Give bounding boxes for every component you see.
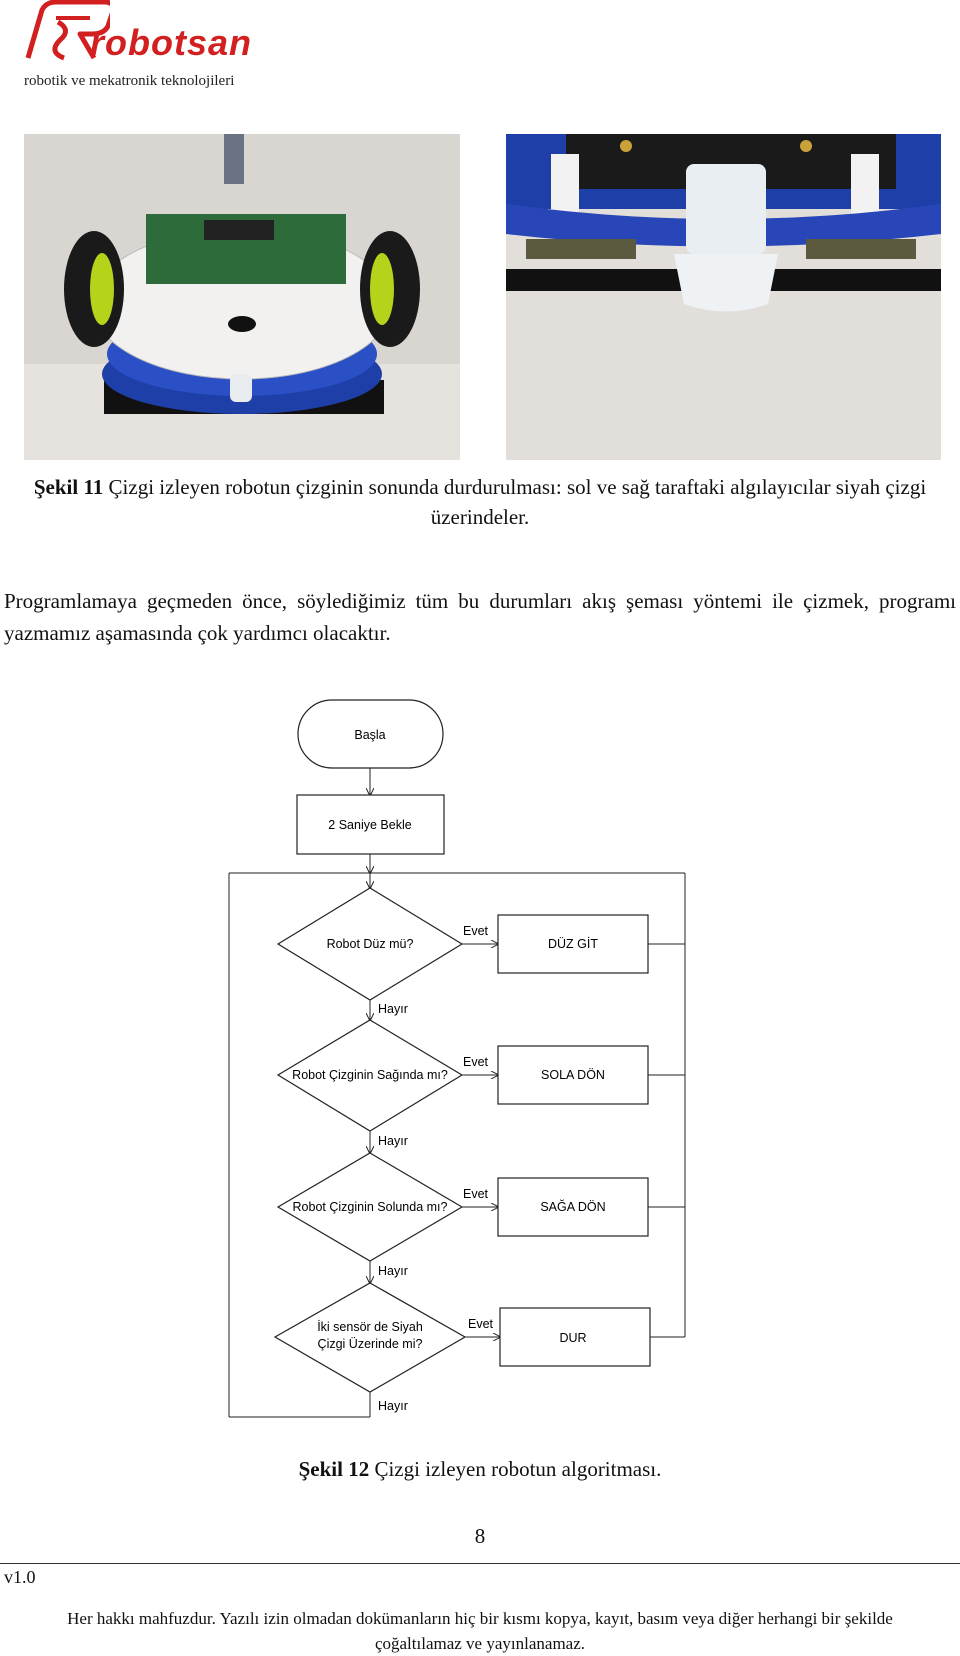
figure-12-caption: Şekil 12 Çizgi izleyen robotun algoritma…: [0, 1457, 960, 1482]
action-go-straight-box: DÜZ GİT: [497, 914, 649, 974]
copyright-line-2: çoğaltılamaz ve yayınlanamaz.: [374, 1634, 586, 1653]
flowchart-wait-box: 2 Saniye Bekle: [296, 794, 445, 855]
decision-robot-straight: Robot Düz mü?: [276, 887, 464, 1001]
decision-1-yes-label: Evet: [463, 924, 489, 938]
decision-robot-left-of-line: Robot Çizginin Solunda mı?: [276, 1152, 464, 1262]
action-turn-left-box: SOLA DÖN: [497, 1045, 649, 1105]
action-4-text: DUR: [559, 1331, 586, 1345]
action-1-text: DÜZ GİT: [548, 937, 598, 951]
decision-4-yes-label: Evet: [468, 1317, 494, 1331]
action-3-text: SAĞA DÖN: [540, 1199, 605, 1214]
footer-divider: [0, 1563, 960, 1564]
robot-top-photo: [24, 134, 460, 460]
decision-3-no-label: Hayır: [378, 1264, 408, 1278]
decision-2-text: Robot Çizginin Sağında mı?: [292, 1068, 448, 1082]
figure-11-caption-text: Çizgi izleyen robotun çizginin sonunda d…: [103, 475, 927, 529]
decision-2-yes-label: Evet: [463, 1055, 489, 1069]
flowchart-start-terminal: Başla: [297, 699, 444, 769]
decision-robot-right-of-line: Robot Çizginin Sağında mı?: [276, 1019, 464, 1132]
decision-4-no-label: Hayır: [378, 1399, 408, 1413]
decision-1-no-label: Hayır: [378, 1002, 408, 1016]
decision-4-text-line-2: Çizgi Üzerinde mi?: [318, 1337, 423, 1351]
figure-12-label: Şekil 12: [298, 1457, 370, 1481]
decision-4-text-line-1: İki sensör de Siyah: [317, 1320, 423, 1334]
start-label: Başla: [354, 728, 385, 742]
copyright-line-1: Her hakkı mahfuzdur. Yazılı izin olmadan…: [67, 1609, 893, 1628]
action-2-text: SOLA DÖN: [541, 1068, 605, 1082]
copyright-notice: Her hakkı mahfuzdur. Yazılı izin olmadan…: [20, 1606, 940, 1656]
version-label: v1.0: [4, 1567, 36, 1587]
wait-label: 2 Saniye Bekle: [328, 818, 411, 832]
tagline: robotik ve mekatronik teknolojileri: [24, 73, 235, 89]
brand-logo: robotsan: [20, 0, 290, 70]
page-number: 8: [474, 1524, 486, 1548]
figure-11-caption: Şekil 11 Çizgi izleyen robotun çizginin …: [30, 472, 930, 532]
decision-3-yes-label: Evet: [463, 1187, 489, 1201]
action-stop-box: DUR: [499, 1307, 651, 1367]
line-follower-flowchart: Başla 2 Saniye Bekle Robot Düz mü? Evet …: [228, 699, 686, 1418]
decision-3-text: Robot Çizginin Solunda mı?: [293, 1200, 448, 1214]
body-paragraph: Programlamaya geçmeden önce, söylediğimi…: [4, 589, 956, 645]
figure-11-label: Şekil 11: [33, 475, 104, 499]
decision-1-text: Robot Düz mü?: [327, 937, 414, 951]
logo-wordmark: robotsan: [90, 22, 253, 63]
decision-2-no-label: Hayır: [378, 1134, 408, 1148]
action-turn-right-box: SAĞA DÖN: [497, 1177, 649, 1237]
robot-sensor-closeup-photo: [506, 134, 941, 460]
figure-12-caption-text: Çizgi izleyen robotun algoritması.: [369, 1457, 662, 1481]
decision-both-sensors-on-line: İki sensör de Siyah Çizgi Üzerinde mi?: [273, 1282, 467, 1393]
